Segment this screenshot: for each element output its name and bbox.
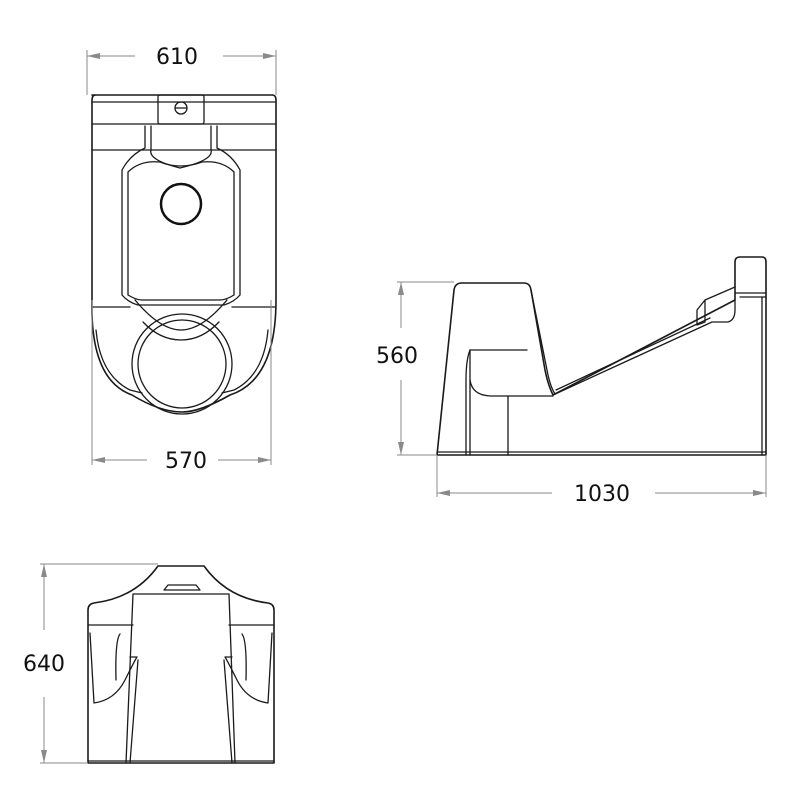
dim-label-610: 610	[156, 45, 198, 70]
dimension-570: 570	[91, 300, 272, 474]
dim-label-1030: 1030	[574, 482, 630, 507]
dim-label-570: 570	[165, 449, 207, 474]
flush-button-icon	[159, 182, 203, 226]
dim-label-640: 640	[23, 652, 65, 677]
front-view: 640	[23, 563, 275, 764]
dimension-1030: 1030	[436, 455, 767, 507]
dimension-560: 560	[376, 281, 454, 456]
dim-label-560: 560	[376, 344, 418, 369]
bolt-icon	[174, 101, 188, 115]
dimension-610: 610	[86, 45, 277, 95]
dimension-640: 640	[23, 563, 158, 764]
side-view: 560 1030	[376, 256, 767, 507]
top-view: 610	[86, 45, 277, 474]
